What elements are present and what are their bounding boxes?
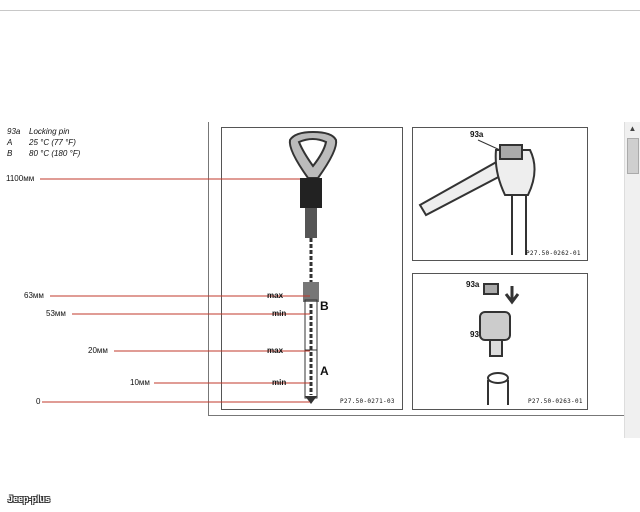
range-label-a: A [320, 364, 329, 378]
measurement-label-53: 53мм [46, 309, 66, 318]
mark-min-a: min [272, 378, 287, 387]
measurement-label-10: 10мм [130, 378, 150, 387]
measurement-label-1100: 1100мм [6, 174, 35, 183]
legend-row: B 80 °C (180 °F) [7, 148, 80, 159]
caption-cap: P27.50-0263-01 [528, 398, 583, 405]
caption-locking-pin: P27.50-0262-01 [526, 250, 581, 257]
drawing-frame [208, 122, 626, 416]
measurement-lines [40, 178, 310, 403]
locking-pin-drawing [418, 139, 536, 255]
part-label-93a-top: 93a [470, 130, 484, 139]
dipstick-handle [288, 130, 338, 179]
window-top-border [0, 10, 640, 11]
part-label-93: 93 [470, 330, 479, 339]
mark-min-b: min [272, 309, 287, 318]
part-label-93a-bottom: 93a [466, 280, 480, 289]
legend-text: 25 °C (77 °F) [29, 138, 76, 147]
mark-max-a: max [267, 346, 284, 355]
legend: 93a Locking pin A 25 °C (77 °F) B 80 °C (18… [7, 126, 80, 159]
scroll-thumb[interactable] [627, 138, 639, 174]
cap-drawing [479, 283, 520, 405]
watermark: Jeep-plus [8, 494, 51, 504]
legend-key: A [7, 138, 13, 147]
measurement-label-63: 63мм [24, 291, 44, 300]
scroll-up-icon[interactable]: ▲ [628, 124, 637, 133]
mark-max-b: max [267, 291, 284, 300]
legend-key: B [7, 149, 13, 158]
legend-row: A 25 °C (77 °F) [7, 137, 80, 148]
dipstick-shaft [300, 178, 322, 404]
measurement-label-20: 20мм [88, 346, 108, 355]
range-label-b: B [320, 299, 329, 313]
legend-text: 80 °C (180 °F) [29, 149, 81, 158]
legend-text: Locking pin [29, 127, 70, 136]
measurement-label-0: 0 [36, 397, 41, 406]
caption-dipstick: P27.50-0271-03 [340, 398, 395, 405]
legend-row: 93a Locking pin [7, 126, 80, 137]
vertical-scrollbar[interactable]: ▲ [624, 122, 640, 438]
legend-key: 93a [7, 127, 21, 136]
